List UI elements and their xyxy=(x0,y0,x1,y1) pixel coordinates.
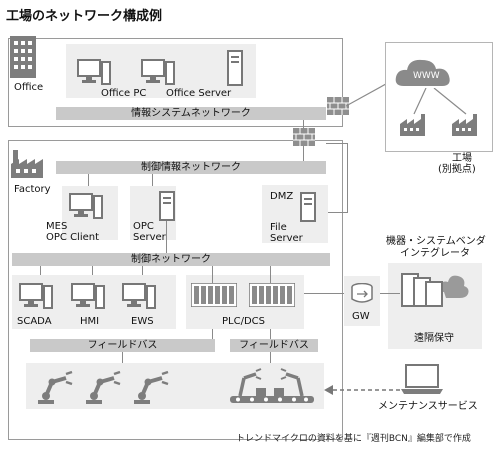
gw-label: GW xyxy=(352,311,370,322)
connector xyxy=(122,352,123,363)
scada-pc-icon xyxy=(19,283,53,309)
connector xyxy=(212,266,213,283)
connector xyxy=(347,143,348,213)
cloud-factory-lines xyxy=(413,88,467,115)
scada-label: SCADA xyxy=(17,316,52,327)
laptop-icon xyxy=(401,364,443,394)
vendor-server-icon xyxy=(401,273,469,307)
factory-icon xyxy=(11,150,43,178)
mes-pc-icon xyxy=(69,193,103,219)
file-server-sublabel: Server xyxy=(270,233,303,244)
remote-factory-icon-2 xyxy=(452,114,477,136)
connector xyxy=(152,174,153,186)
factory-firewall-icon xyxy=(293,128,315,146)
office-building-icon xyxy=(10,36,36,78)
connector xyxy=(380,293,400,294)
dmz-panel xyxy=(262,185,328,243)
firewall-icon xyxy=(327,97,349,115)
control-network-bar: 制御ネットワーク xyxy=(12,253,330,266)
connector xyxy=(304,293,344,294)
vendor-label: 機器・システムベンダ xyxy=(386,236,486,247)
ews-label: EWS xyxy=(131,316,154,327)
connector xyxy=(88,174,89,186)
office-server-icon xyxy=(227,50,243,86)
connector xyxy=(166,221,167,253)
file-server-label: File xyxy=(270,222,287,233)
robot-arm-icon-2 xyxy=(86,370,121,404)
factory-label: Factory xyxy=(14,184,51,195)
vendor-sublabel: インテグレータ xyxy=(400,248,470,259)
connector xyxy=(142,266,143,275)
robot-arm-icon xyxy=(38,370,73,404)
plc-rack-icon xyxy=(191,283,237,307)
source-caption: トレンドマイクロの資料を基に『週刊BCN』編集部で作成 xyxy=(236,434,471,444)
connector xyxy=(328,212,348,213)
connector xyxy=(270,352,271,363)
office-server-label: Office Server xyxy=(166,88,232,99)
production-line-icon xyxy=(230,368,314,403)
connector xyxy=(40,266,41,275)
connector xyxy=(270,329,271,339)
remote-factory-icon xyxy=(400,114,425,136)
office-pc-icon-2 xyxy=(141,59,175,85)
remote-factory-label: 工場 xyxy=(452,153,472,164)
cloud-icon xyxy=(395,59,450,86)
opc-server-icon xyxy=(159,191,175,221)
file-server-icon xyxy=(300,192,316,222)
remote-factory-sublabel: (別拠点) xyxy=(438,164,476,175)
connector xyxy=(326,143,348,144)
mes-label: MES xyxy=(46,221,68,232)
office-label: Office xyxy=(14,82,44,93)
connector xyxy=(303,146,304,161)
connector xyxy=(270,266,271,283)
maintenance-service-label: メンテナンスサービス xyxy=(378,401,478,412)
hmi-label: HMI xyxy=(80,316,100,327)
robot-arm-icon-3 xyxy=(134,370,169,404)
maintenance-arrow xyxy=(324,385,400,395)
opc-sublabel: Server xyxy=(133,232,166,243)
remote-maintenance-label: 遠隔保守 xyxy=(414,333,454,344)
connector xyxy=(303,120,304,129)
info-system-network-bar: 情報システムネットワーク xyxy=(56,107,326,120)
ews-pc-icon xyxy=(122,283,156,309)
office-pc-label: Office PC xyxy=(101,88,147,99)
fieldbus-left-bar: フィールドバス xyxy=(30,339,215,352)
hmi-pc-icon xyxy=(71,283,105,309)
gateway-icon xyxy=(351,283,373,303)
mes-sublabel: OPC Client xyxy=(46,232,100,243)
cloud-label: WWW xyxy=(413,71,440,81)
control-info-network-bar: 制御情報ネットワーク xyxy=(56,161,326,174)
plc-dcs-label: PLC/DCS xyxy=(222,316,265,327)
dcs-rack-icon xyxy=(249,283,295,307)
connector xyxy=(212,329,213,339)
page-title: 工場のネットワーク構成例 xyxy=(6,9,163,24)
connector xyxy=(92,266,93,275)
opc-label: OPC xyxy=(133,221,154,232)
office-pc-icon xyxy=(77,59,111,85)
dmz-label: DMZ xyxy=(270,191,294,202)
fieldbus-right-bar: フィールドバス xyxy=(230,339,318,352)
